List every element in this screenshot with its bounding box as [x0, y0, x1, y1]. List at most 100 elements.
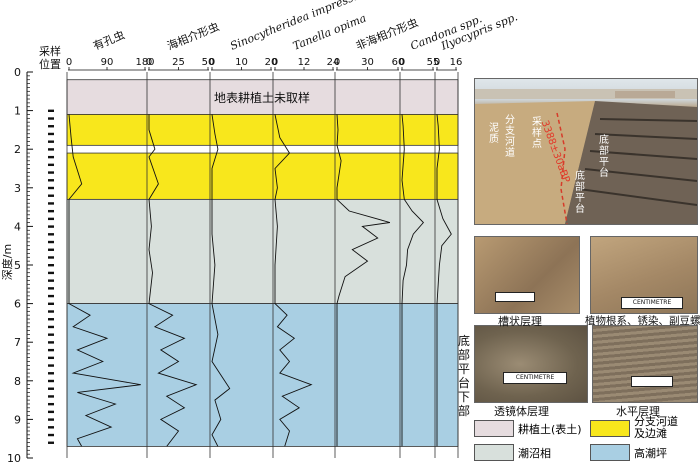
column-tick-label: 20: [265, 57, 278, 68]
column-tick-label: 60: [392, 57, 405, 68]
depth-tick-label: 3: [14, 182, 21, 195]
column-tick-label: 24: [327, 57, 340, 68]
sample-marker: [48, 333, 54, 336]
legend-swatch-channel: [590, 420, 630, 437]
column-tick-label: 0: [272, 57, 278, 68]
caption-plant-roots: 植物根系、锈染、副豆螺: [585, 315, 700, 327]
main-photo-drawing: [475, 89, 697, 224]
sample-marker: [48, 217, 54, 221]
column-tick-label: 0: [334, 57, 340, 68]
bottom-platform-label: 底部平台下部: [458, 334, 471, 418]
depth-tick-label: 1: [14, 105, 21, 118]
legend-item-marsh: 潮沼相: [474, 442, 586, 462]
legend-item-soil: 耕植土(表土): [474, 418, 586, 438]
sample-marker: [48, 202, 54, 205]
sample-marker: [48, 294, 54, 298]
series-curve: [436, 114, 452, 447]
depth-tick-label: 2: [14, 143, 21, 156]
caption-horizontal-bedding: 水平层理: [616, 405, 660, 418]
legend-label-soil: 耕植土(表土): [518, 423, 582, 436]
depth-tick-label: 6: [14, 298, 21, 311]
sample-marker: [48, 155, 54, 159]
facies-layer: [66, 198, 459, 305]
sample-marker: [48, 163, 54, 167]
sample-marker: [48, 148, 54, 151]
scale-bar: [631, 376, 673, 387]
legend-item-tidal: 高潮坪: [590, 442, 698, 462]
column-tick-label: 16: [450, 57, 463, 68]
sample-marker: [48, 387, 54, 390]
sample-marker: [48, 271, 54, 275]
sample-marker: [48, 194, 54, 197]
sample-marker: [48, 395, 54, 398]
series-curve: [148, 114, 198, 447]
scale-bar: CENTIMETRE: [621, 297, 683, 309]
sample-marker: [48, 310, 54, 313]
sample-marker: [48, 318, 54, 321]
depth-tick-label: 5: [14, 259, 21, 272]
legend-item-channel: 分支河道及边滩: [590, 416, 698, 440]
top-layer-label: 地表耕植土未取样: [214, 90, 310, 105]
sample-marker: [48, 264, 54, 267]
caption-trough-bedding: 槽状层理: [498, 315, 542, 328]
sampling-label-line1: 采样: [39, 44, 61, 58]
sample-marker: [48, 256, 54, 259]
sample-marker: [48, 287, 54, 290]
sample-marker: [48, 302, 54, 305]
sampling-positions: [48, 109, 54, 444]
column-tick-label: 25: [172, 57, 185, 68]
column-tick-label: 90: [101, 57, 114, 68]
sample-marker: [48, 364, 54, 367]
column-name: 海相介形虫: [165, 19, 221, 53]
scale-bar: CENTIMETRE: [503, 372, 567, 384]
depth-tick-label: 4: [14, 220, 21, 233]
sample-marker: [48, 379, 54, 383]
column-tick-label: 10: [235, 57, 248, 68]
legend-swatch-marsh: [474, 444, 514, 461]
sample-marker: [48, 248, 54, 251]
caption-lenticular-bedding: 透镜体层理: [494, 405, 549, 418]
main-field-photo: 底部平台 3388±30aBP 采样点 分支河道 泥质 底部平台: [474, 78, 698, 225]
column-tick-label: 0: [146, 57, 152, 68]
column-tick-label: 55: [427, 57, 440, 68]
photo-label-sample: 采样点: [532, 117, 542, 150]
sample-marker: [48, 356, 54, 360]
depth-tick-label: 8: [14, 375, 21, 388]
series-curve: [274, 114, 313, 447]
series-curve: [68, 114, 141, 447]
series-curve: [401, 114, 425, 447]
sample-marker: [48, 186, 54, 190]
column-tick-label: 12: [298, 57, 311, 68]
depth-tick-label: 9: [14, 413, 21, 426]
sample-marker: [48, 402, 54, 406]
sample-marker: [48, 132, 54, 136]
depth-tick-label: 7: [14, 336, 21, 349]
sample-marker: [48, 209, 54, 213]
depth-axis-label: 深度/m: [0, 244, 14, 280]
abundance-curves: [68, 114, 452, 447]
sample-marker: [48, 433, 54, 437]
legend: 耕植土(表土) 分支河道及边滩 潮沼相 高潮坪: [474, 416, 698, 462]
sample-marker: [48, 109, 54, 112]
photo-label-platform-lower: 底部平台: [575, 171, 585, 215]
facies-layer: [66, 303, 459, 447]
depth-tick-label: 10: [7, 452, 21, 465]
facies-layer: [66, 79, 459, 115]
series-curve: [336, 114, 391, 447]
sample-marker: [48, 225, 54, 228]
photo-lenticular-bedding: CENTIMETRE: [474, 325, 588, 403]
facies-layers: [66, 79, 459, 447]
sample-marker: [48, 410, 54, 414]
sample-marker: [48, 233, 54, 236]
photo-horizontal-bedding: [592, 325, 698, 403]
column-tick-label: 50: [202, 57, 215, 68]
sample-marker: [48, 372, 54, 375]
sample-marker: [48, 348, 54, 352]
sample-marker: [48, 117, 54, 120]
sample-marker: [48, 179, 54, 182]
column-tick-label: 0: [66, 57, 72, 68]
column-dividers: [66, 72, 459, 458]
